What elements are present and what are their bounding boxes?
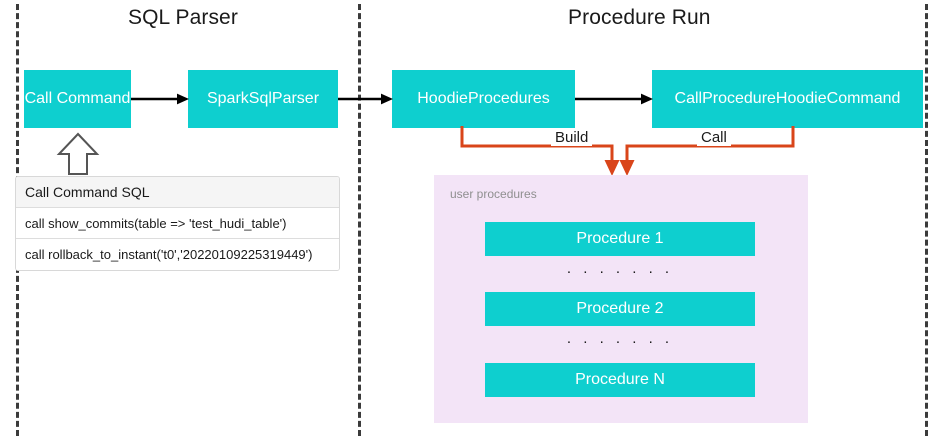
orange-connector-group [460, 126, 795, 176]
edge-label-call: Call [697, 129, 731, 146]
divider-dashed-right [925, 4, 928, 436]
node-spark-sql-parser[interactable]: SparkSqlParser [188, 70, 338, 128]
procedure-separator-dots: . . . . . . . [566, 330, 674, 347]
node-procedure-2[interactable]: Procedure 2 [485, 292, 755, 326]
procedure-separator-dots: . . . . . . . [566, 260, 674, 277]
arrow-hoodie-procedures-to-call-procedure-hoodie-command [575, 93, 653, 105]
arrow-call-command-to-spark-sql-parser [131, 93, 189, 105]
edge-label-build: Build [551, 129, 593, 146]
section-title-sql-parser: SQL Parser [128, 6, 238, 29]
node-hoodie-procedures[interactable]: HoodieProcedures [392, 70, 575, 128]
node-procedure-1[interactable]: Procedure 1 [485, 222, 755, 256]
user-procedures-panel: user procedures Procedure 1 . . . . . . … [434, 175, 808, 423]
node-call-procedure-hoodie-command[interactable]: CallProcedureHoodieCommand [652, 70, 923, 128]
sql-table-header: Call Command SQL [16, 177, 339, 208]
node-call-command[interactable]: Call Command [24, 70, 131, 128]
divider-dashed-middle [358, 4, 361, 436]
section-title-procedure-run: Procedure Run [568, 6, 711, 29]
user-procedures-caption: user procedures [450, 187, 537, 201]
call-command-sql-table: Call Command SQL call show_commits(table… [15, 176, 340, 271]
node-procedure-n[interactable]: Procedure N [485, 363, 755, 397]
arrow-spark-sql-parser-to-hoodie-procedures [338, 93, 393, 105]
arrow-up-sql-to-call-command [56, 132, 100, 175]
sql-table-row: call show_commits(table => 'test_hudi_ta… [16, 208, 339, 239]
sql-table-row: call rollback_to_instant('t0','202201092… [16, 239, 339, 270]
